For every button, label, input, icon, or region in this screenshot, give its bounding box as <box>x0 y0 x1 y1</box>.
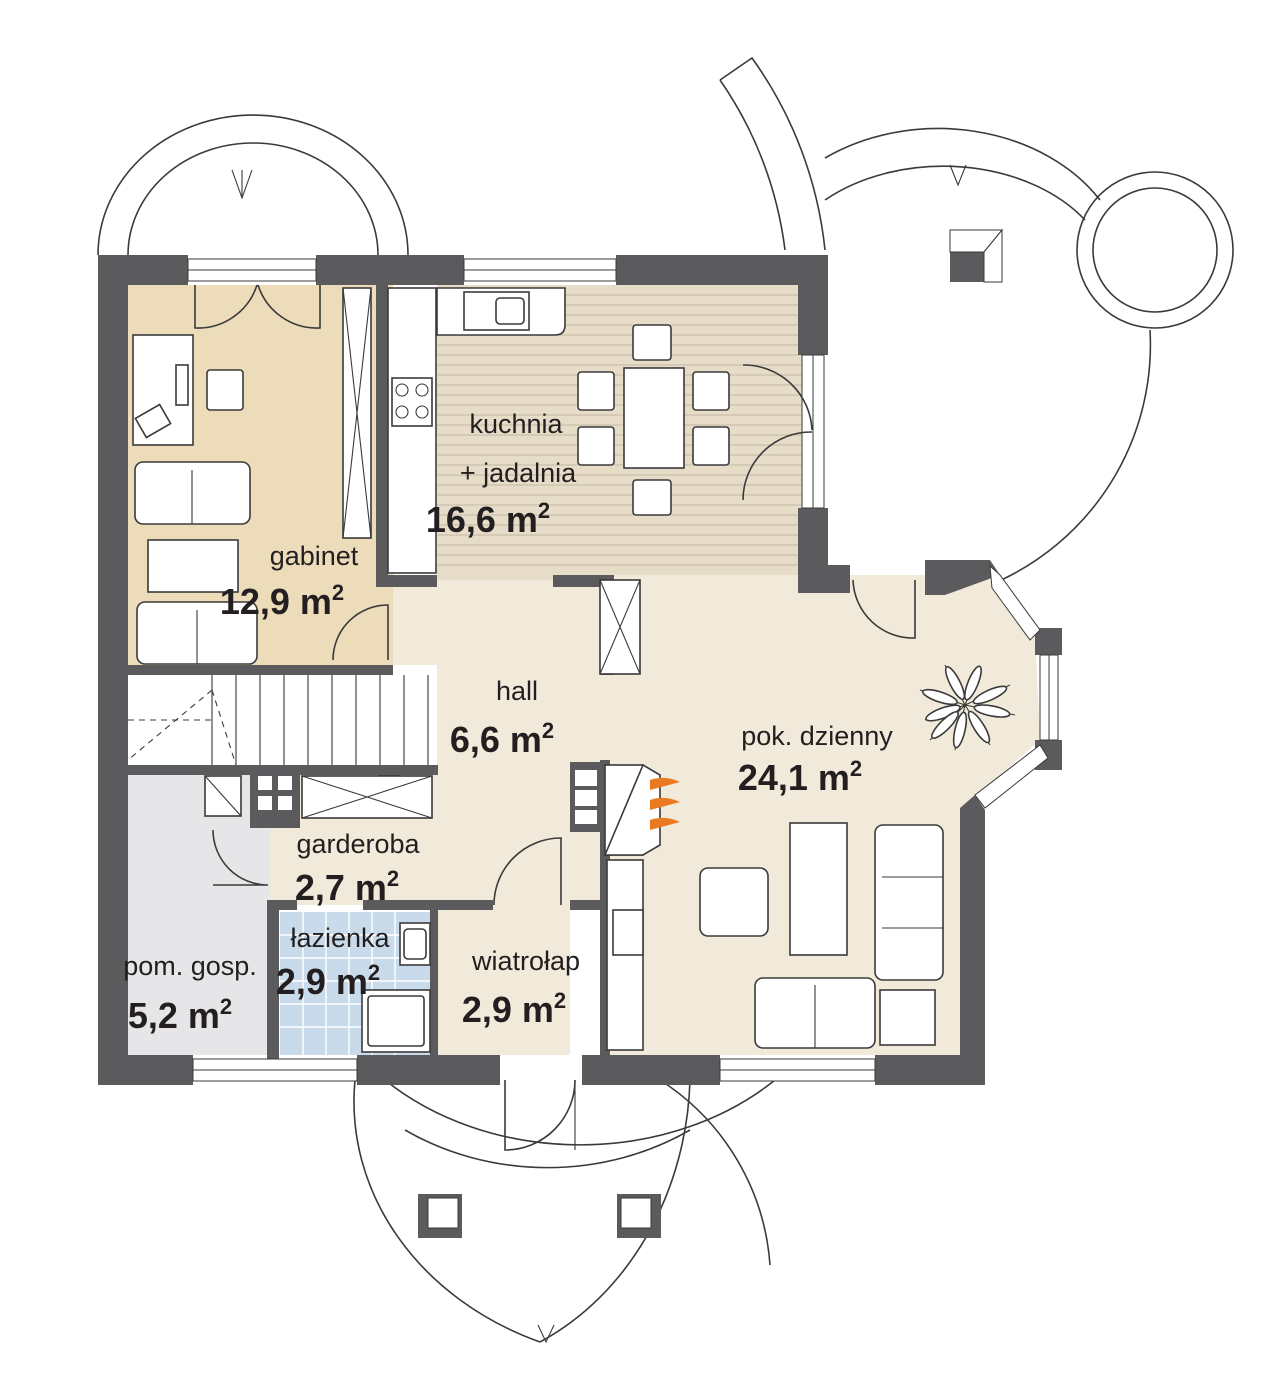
room-pokoj: pok. dzienny 24,1 m2 <box>738 721 893 798</box>
terrace-top-right <box>719 56 1234 586</box>
room-area: 5,2 m2 <box>128 994 232 1036</box>
terrace-top-left <box>97 114 409 256</box>
living-furniture <box>603 664 1016 1051</box>
room-name: pok. dzienny <box>741 721 893 751</box>
room-area: 6,6 m2 <box>450 718 554 760</box>
kitchen-furniture <box>387 287 730 574</box>
room-area: 24,1 m2 <box>738 756 862 798</box>
room-name: pom. gosp. <box>123 951 257 981</box>
doors <box>194 284 916 906</box>
room-name: gabinet <box>270 541 359 571</box>
room-area: 2,9 m2 <box>276 960 380 1002</box>
fireplace-flame <box>650 797 680 810</box>
kuchnia-floor-pattern <box>437 294 812 566</box>
room-area: 2,7 m2 <box>295 866 399 908</box>
bathroom-furniture <box>361 922 431 1053</box>
room-area: 2,9 m2 <box>462 988 566 1030</box>
walls <box>98 255 1062 1085</box>
room-kuchnia: kuchnia + jadalnia 16,6 m2 <box>426 409 577 540</box>
gabinet-furniture <box>132 287 372 665</box>
room-name: łazienka <box>290 923 390 953</box>
stairs <box>127 675 429 766</box>
gosp-floor <box>128 775 270 1055</box>
room-name-2: + jadalnia <box>460 458 577 488</box>
terrace-entrance <box>353 1079 776 1344</box>
fireplace-flame <box>650 817 680 830</box>
room-area: 16,6 m2 <box>426 498 550 540</box>
room-name: kuchnia <box>469 409 563 439</box>
room-lazienka: łazienka 2,9 m2 <box>276 923 391 1002</box>
fireplace-flame <box>650 777 680 790</box>
room-wiatrolap: wiatrołap 2,9 m2 <box>462 946 580 1030</box>
stairs-floor <box>128 675 428 770</box>
room-hall: hall 6,6 m2 <box>450 676 554 760</box>
hall-furniture <box>204 579 641 819</box>
windows <box>187 258 1059 1082</box>
room-name: hall <box>496 676 538 706</box>
plant <box>919 664 1016 751</box>
room-name: garderoba <box>296 829 420 859</box>
room-garderoba: garderoba 2,7 m2 <box>295 829 421 908</box>
room-name: wiatrołap <box>471 946 580 976</box>
room-gosp: pom. gosp. 5,2 m2 <box>123 951 257 1036</box>
chimney <box>250 770 300 828</box>
room-gabinet: gabinet 12,9 m2 <box>220 541 359 622</box>
room-area: 12,9 m2 <box>220 580 344 622</box>
